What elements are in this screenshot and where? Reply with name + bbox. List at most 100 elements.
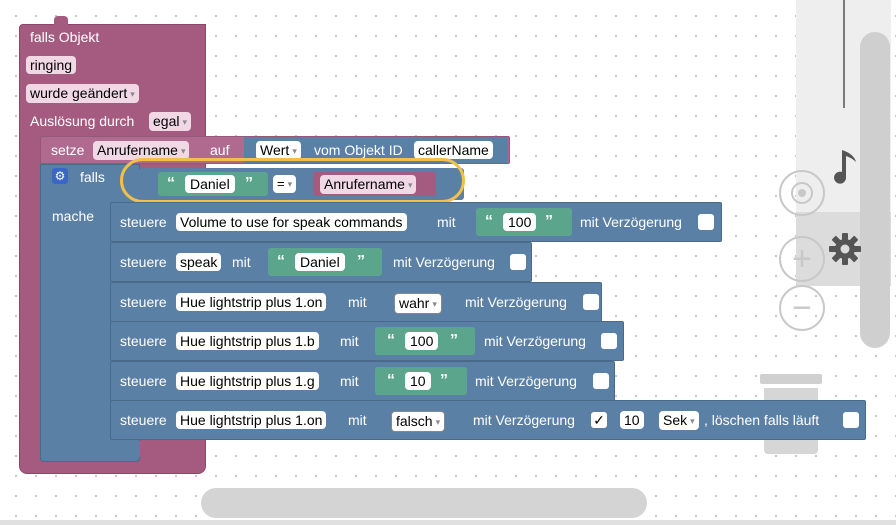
zoom-in-icon[interactable]: + [779, 236, 825, 282]
steuere-label: steuere [120, 333, 167, 349]
select-value: Wert [260, 142, 290, 158]
steuere-label: steuere [120, 373, 167, 389]
chevron-down-icon: ▾ [407, 180, 413, 190]
chevron-down-icon: ▾ [432, 299, 437, 309]
open-quote-icon: “ [387, 332, 395, 349]
zoom-out-icon[interactable]: − [779, 285, 825, 331]
select-value: Anrufername [97, 142, 178, 158]
open-quote-icon: “ [277, 253, 285, 270]
string-value[interactable]: Daniel [185, 175, 235, 193]
control-block[interactable]: steuere Hue lightstrip plus 1.g mit “ 10… [110, 361, 615, 401]
delay-label: mit Verzögerung [484, 333, 586, 349]
mit-label: mit [340, 373, 359, 389]
target-object-field[interactable]: Hue lightstrip plus 1.g [176, 372, 319, 390]
steuere-label: steuere [120, 214, 167, 230]
select-value: Sek [663, 412, 688, 428]
chevron-down-icon: ▾ [130, 89, 135, 99]
chevron-down-icon: ▾ [690, 416, 695, 426]
control-block[interactable]: steuere Hue lightstrip plus 1.on mit fal… [110, 400, 866, 440]
chevron-down-icon: ▾ [292, 146, 297, 156]
trigger-by-select[interactable]: egal▾ [149, 112, 191, 131]
operator-select[interactable]: =▾ [273, 175, 297, 193]
close-quote-icon: ” [450, 332, 458, 349]
trigger-title: falls Objekt [30, 29, 100, 45]
string-value[interactable]: Daniel [295, 253, 345, 271]
object-id-field[interactable]: callerName [414, 141, 493, 159]
vom-objekt-label: vom Objekt ID [314, 142, 403, 158]
mit-label: mit [232, 254, 251, 270]
control-block[interactable]: steuere speak mit “ Daniel ” mit Verzöge… [110, 242, 532, 282]
delay-checkbox[interactable] [583, 294, 599, 310]
target-object-field[interactable]: Volume to use for speak commands [176, 213, 407, 231]
target-object-field[interactable]: Hue lightstrip plus 1.on [176, 293, 327, 311]
delay-value-field[interactable]: 10 [620, 411, 644, 429]
select-value: = [277, 176, 285, 191]
horizontal-scrollbar[interactable] [201, 488, 647, 518]
control-block[interactable]: steuere Hue lightstrip plus 1.b mit “ 10… [110, 321, 624, 361]
open-quote-icon: “ [485, 213, 493, 230]
delay-label: mit Verzögerung [475, 373, 577, 389]
close-quote-icon: ” [245, 175, 253, 192]
steuere-label: steuere [120, 254, 167, 270]
chevron-down-icon: ▾ [435, 417, 441, 427]
block-notch [54, 16, 68, 26]
gear-icon[interactable] [828, 232, 862, 266]
center-view-icon[interactable] [779, 170, 825, 216]
scroll-indicator-line [843, 0, 845, 108]
mutator-gear-icon[interactable]: ⚙ [52, 168, 68, 184]
delay-checkbox[interactable] [601, 333, 617, 349]
steuere-label: steuere [120, 412, 167, 428]
falls-label: falls [80, 169, 105, 185]
delay-unit-select[interactable]: Sek▾ [659, 411, 699, 430]
target-object-field[interactable]: speak [176, 253, 222, 271]
steuere-label: steuere [120, 294, 167, 310]
delay-label: mit Verzögerung [580, 214, 682, 230]
music-note-icon[interactable] [830, 146, 862, 186]
control-block[interactable]: steuere Hue lightstrip plus 1.on mit wah… [110, 282, 602, 322]
mit-label: mit [348, 412, 367, 428]
delay-checkbox[interactable] [510, 254, 526, 270]
variable-name-select[interactable]: Anrufername▾ [320, 175, 417, 194]
auf-label: auf [210, 142, 230, 158]
setze-label: setze [51, 142, 85, 158]
boolean-select[interactable]: falsch▾ [391, 411, 446, 432]
trigger-condition-select[interactable]: wurde geändert▾ [26, 84, 139, 103]
target-object-field[interactable]: Hue lightstrip plus 1.on [176, 411, 327, 429]
value-type-select[interactable]: Wert▾ [256, 141, 301, 160]
close-quote-icon: ” [545, 213, 553, 230]
delay-label: mit Verzögerung [473, 412, 575, 428]
select-value: wahr [399, 295, 430, 311]
select-value: falsch [396, 413, 433, 429]
string-value[interactable]: 10 [405, 372, 431, 390]
boolean-select[interactable]: wahr▾ [394, 293, 442, 314]
delay-label: mit Verzögerung [465, 294, 567, 310]
delay-checkbox[interactable] [593, 373, 609, 389]
target-object-field[interactable]: Hue lightstrip plus 1.b [176, 332, 319, 350]
chevron-down-icon: ▾ [182, 117, 187, 127]
select-value: wurde geändert [30, 85, 128, 101]
clear-if-running-label: , löschen falls läuft [704, 412, 820, 428]
chevron-down-icon: ▾ [287, 179, 293, 189]
trigger-by-label: Auslösung durch [30, 113, 135, 129]
open-quote-icon: “ [387, 372, 395, 389]
clear-if-running-checkbox[interactable] [843, 412, 859, 428]
mache-label: mache [52, 208, 95, 224]
trash-lid [760, 374, 822, 384]
string-value[interactable]: 100 [405, 332, 439, 350]
mit-label: mit [348, 294, 367, 310]
chevron-down-icon: ▾ [180, 146, 186, 156]
mit-label: mit [340, 333, 359, 349]
delay-checkbox[interactable] [698, 214, 714, 230]
if-block-footer [110, 441, 140, 457]
workspace-bottom-edge [0, 520, 896, 525]
delay-checkbox[interactable]: ✓ [591, 412, 607, 428]
variable-select[interactable]: Anrufername▾ [93, 141, 190, 160]
mit-label: mit [437, 214, 456, 230]
vertical-scrollbar[interactable] [860, 32, 890, 348]
select-value: egal [153, 113, 180, 129]
trigger-object-field[interactable]: ringing [26, 56, 77, 74]
delay-label: mit Verzögerung [393, 254, 495, 270]
select-value: Anrufername [324, 176, 405, 192]
control-block[interactable]: steuere Volume to use for speak commands… [110, 202, 722, 242]
string-value[interactable]: 100 [503, 213, 537, 231]
